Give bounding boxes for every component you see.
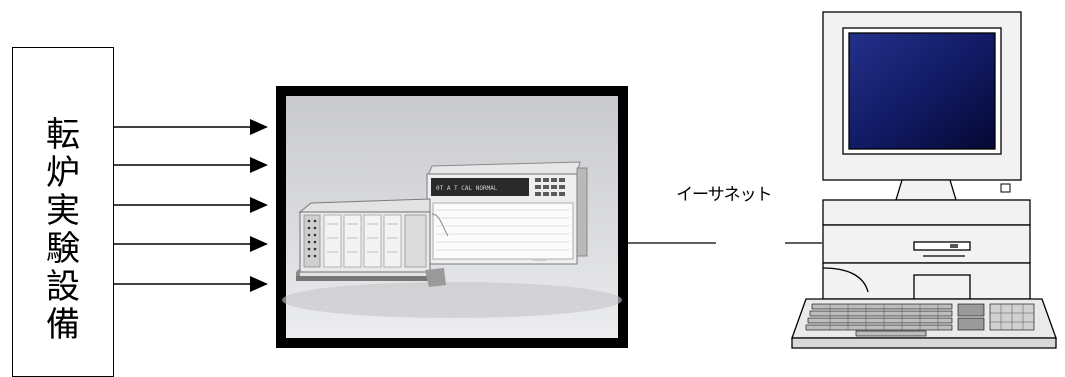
recorder-unit: 0T A T CAL NORMAL ---------	[427, 162, 587, 264]
signal-arrow-2	[114, 157, 268, 173]
ethernet-label: イーサネット	[676, 180, 772, 205]
system-diagram: 転 炉 実 験 設 備	[0, 0, 1065, 358]
desktop-computer-icon	[792, 12, 1056, 348]
keyboard-icon	[792, 299, 1056, 348]
svg-text:---------: ---------	[532, 259, 547, 264]
signal-arrow-5	[114, 276, 268, 292]
signal-arrow-3	[114, 197, 268, 213]
data-recorder-photo: 0T A T CAL NORMAL ---------	[276, 86, 628, 348]
signal-arrow-4	[114, 236, 268, 252]
diagram-graphics: 0T A T CAL NORMAL ---------	[0, 0, 1065, 358]
signal-arrows	[114, 119, 268, 292]
svg-text:0T A T CAL NORMAL: 0T A T CAL NORMAL	[436, 185, 498, 192]
signal-arrow-1	[114, 119, 268, 135]
